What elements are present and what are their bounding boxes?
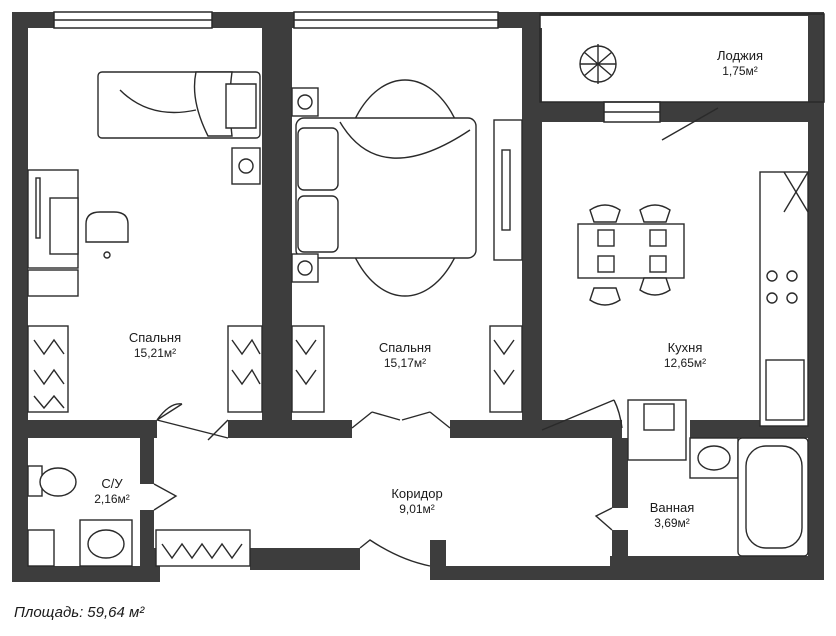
total-area-value: 59,64 м² [87,604,145,621]
room-label-bathroom: Ванная 3,69м² [622,500,722,531]
room-name: Коридор [391,486,443,501]
room-label-bedroom-2: Спальня 15,17м² [350,340,460,371]
room-area: 15,17м² [383,356,427,371]
room-name: С/У [101,476,123,491]
sink-wc [27,519,133,567]
room-label-bedroom-1: Спальня 15,21м² [100,330,210,361]
plant [579,44,617,84]
bed-double [295,79,477,297]
wardrobe-2 [291,325,523,413]
room-area: 9,01м² [399,502,435,517]
side-tables [291,87,319,283]
chair [85,211,129,259]
doors [153,107,719,567]
room-area: 1,75м² [722,64,758,79]
room-label-kitchen: Кухня 12,65м² [630,340,740,371]
room-area: 15,21м² [133,346,177,361]
room-name: Кухня [667,340,703,355]
walls [12,12,824,582]
kitchen-counter [759,171,809,427]
washer [627,399,687,461]
room-label-wc: С/У 2,16м² [72,476,152,507]
room-label-loggia: Лоджия 1,75м² [685,48,795,79]
total-area: Площадь:59,64 м² [14,604,144,621]
room-area: 12,65м² [663,356,707,371]
room-area: 2,16м² [94,492,130,507]
wardrobe [27,325,263,413]
room-label-corridor: Коридор 9,01м² [362,486,472,517]
bathroom-sink [689,437,739,479]
room-name: Спальня [378,340,432,355]
desk [27,169,79,269]
nightstand [231,147,261,185]
room-area: 3,69м² [654,516,690,531]
total-area-label: Площадь: [14,604,84,621]
room-name: Ванная [649,500,695,515]
room-name: Лоджия [716,48,764,63]
room-name: Спальня [128,330,182,345]
bed-single [97,71,261,139]
dresser [493,119,523,261]
furniture [27,44,809,567]
dining-table [577,204,685,306]
toilet [27,465,77,497]
bathtub [737,437,809,557]
shoe-cabinet [155,529,251,567]
windows [53,11,661,123]
loggia-outline [539,13,825,103]
